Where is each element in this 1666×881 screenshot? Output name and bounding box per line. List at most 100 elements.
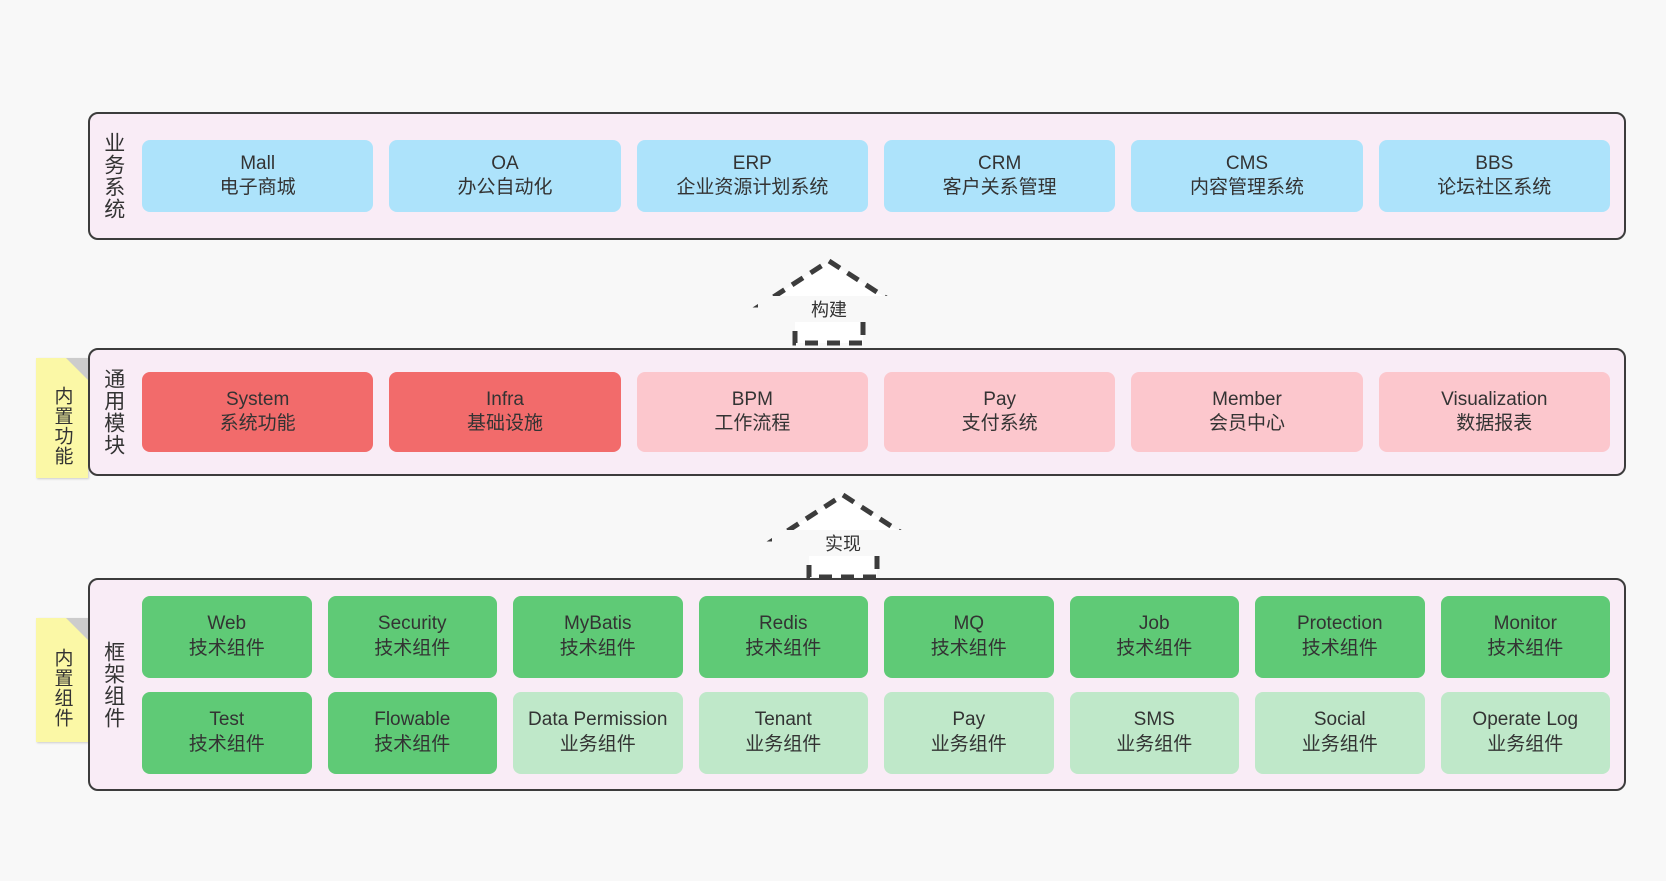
card-system[interactable]: System 系统功能 (142, 372, 374, 452)
card-infra[interactable]: Infra 基础设施 (389, 372, 621, 452)
card-title-cn: 技术组件 (559, 637, 636, 659)
card-title-cn: 技术组件 (1116, 637, 1193, 659)
card-title-cn: 基础设施 (466, 413, 543, 434)
card-title-en: Pay (983, 388, 1017, 410)
arrow-implement: 实现 (766, 492, 920, 580)
card-job[interactable]: Job 技术组件 (1069, 595, 1239, 678)
card-title-cn: 电子商城 (219, 177, 296, 198)
card-pay[interactable]: Pay 支付系统 (883, 372, 1116, 452)
layer-common-module: 通用模块 System 系统功能 Infra 基础设施 BPM 工作流程 Pay… (88, 348, 1626, 476)
card-title-cn: 业务组件 (1301, 733, 1378, 755)
layer-title-business-system: 业务系统 (101, 132, 125, 220)
card-title-en: Protection (1296, 613, 1383, 635)
card-title-cn: 客户关系管理 (942, 177, 1057, 198)
card-cms[interactable]: CMS 内容管理系统 (1131, 140, 1363, 212)
note-fold-corner-icon (66, 618, 88, 640)
card-crm[interactable]: CRM 客户关系管理 (883, 140, 1116, 212)
layer-body-common-module: System 系统功能 Infra 基础设施 BPM 工作流程 Pay 支付系统… (136, 350, 1624, 474)
layer-framework-component: 框架组件 Web 技术组件 Security 技术组件 MyBatis 技术组件… (88, 578, 1626, 791)
card-title-cn: 论坛社区系统 (1437, 177, 1552, 198)
card-title-cn: 技术组件 (745, 637, 822, 659)
arrow-label-implement: 实现 (772, 530, 914, 556)
card-title-en: Visualization (1441, 388, 1548, 410)
card-mybatis[interactable]: MyBatis 技术组件 (513, 595, 683, 678)
card-social[interactable]: Social 业务组件 (1255, 691, 1425, 774)
card-operate-log[interactable]: Operate Log 业务组件 (1440, 691, 1610, 774)
card-bpm[interactable]: BPM 工作流程 (636, 372, 868, 452)
card-title-en: Operate Log (1472, 709, 1579, 731)
card-title-en: Data Permission (528, 709, 668, 731)
card-title-en: Mall (240, 152, 276, 174)
card-security[interactable]: Security 技术组件 (327, 595, 497, 678)
layer-title-common-module: 通用模块 (101, 368, 125, 456)
card-row: Web 技术组件 Security 技术组件 MyBatis 技术组件 Redi… (142, 595, 1610, 678)
card-oa[interactable]: OA 办公自动化 (389, 140, 621, 212)
card-flowable[interactable]: Flowable 技术组件 (327, 691, 497, 774)
card-title-en: Job (1138, 613, 1170, 635)
card-title-cn: 业务组件 (559, 733, 636, 755)
card-row: Test 技术组件 Flowable 技术组件 Data Permission … (142, 691, 1610, 774)
arrow-label-build: 构建 (758, 296, 900, 322)
card-redis[interactable]: Redis 技术组件 (698, 595, 868, 678)
card-title-cn: 数据报表 (1456, 413, 1533, 434)
note-fold-corner-icon (66, 358, 88, 380)
card-title-en: Security (377, 613, 447, 635)
card-mall[interactable]: Mall 电子商城 (142, 140, 374, 212)
card-title-cn: 业务组件 (1487, 733, 1564, 755)
card-monitor[interactable]: Monitor 技术组件 (1440, 595, 1610, 678)
layer-title-framework-component: 框架组件 (101, 640, 125, 729)
card-tenant[interactable]: Tenant 业务组件 (698, 691, 868, 774)
note-builtin-function: 内置功能 (36, 358, 88, 478)
card-title-en: BBS (1475, 152, 1514, 174)
card-title-cn: 技术组件 (1487, 637, 1564, 659)
card-title-en: Test (209, 709, 245, 731)
card-title-cn: 办公自动化 (457, 177, 553, 198)
card-title-cn: 企业资源计划系统 (676, 177, 829, 198)
card-title-cn: 业务组件 (745, 733, 822, 755)
card-pay-business[interactable]: Pay 业务组件 (884, 691, 1054, 774)
card-title-en: Redis (758, 613, 808, 635)
card-title-cn: 技术组件 (930, 637, 1007, 659)
card-data-permission[interactable]: Data Permission 业务组件 (513, 691, 683, 774)
card-sms[interactable]: SMS 业务组件 (1069, 691, 1239, 774)
card-protection[interactable]: Protection 技术组件 (1255, 595, 1425, 678)
card-row: Mall 电子商城 OA 办公自动化 ERP 企业资源计划系统 CRM 客户关系… (142, 140, 1610, 212)
card-mq[interactable]: MQ 技术组件 (884, 595, 1054, 678)
card-bbs[interactable]: BBS 论坛社区系统 (1378, 140, 1610, 212)
arrow-build: 构建 (752, 258, 906, 346)
layer-body-framework-component: Web 技术组件 Security 技术组件 MyBatis 技术组件 Redi… (136, 580, 1624, 789)
card-title-en: Web (207, 613, 247, 635)
card-title-cn: 业务组件 (1116, 733, 1193, 755)
note-label: 内置组件 (51, 648, 73, 728)
card-visualization[interactable]: Visualization 数据报表 (1378, 372, 1610, 452)
card-title-en: Pay (952, 709, 986, 731)
card-title-en: ERP (732, 152, 772, 174)
card-title-cn: 支付系统 (961, 413, 1038, 434)
card-title-en: SMS (1133, 709, 1175, 731)
card-title-cn: 技术组件 (188, 733, 265, 755)
card-title-en: BPM (731, 388, 773, 410)
card-title-cn: 业务组件 (930, 733, 1007, 755)
card-test[interactable]: Test 技术组件 (142, 691, 312, 774)
card-title-en: Infra (485, 388, 524, 410)
card-title-cn: 系统功能 (219, 413, 296, 434)
card-title-en: Flowable (374, 709, 451, 731)
layer-body-business-system: Mall 电子商城 OA 办公自动化 ERP 企业资源计划系统 CRM 客户关系… (136, 114, 1624, 238)
card-title-en: Monitor (1493, 613, 1557, 635)
card-title-en: System (225, 388, 290, 410)
note-label: 内置功能 (51, 386, 73, 466)
card-title-en: CMS (1225, 152, 1269, 174)
card-title-cn: 会员中心 (1208, 413, 1285, 434)
card-title-en: CRM (978, 152, 1022, 174)
card-web[interactable]: Web 技术组件 (142, 595, 312, 678)
card-title-cn: 技术组件 (374, 733, 451, 755)
card-title-en: MQ (953, 613, 985, 635)
card-member[interactable]: Member 会员中心 (1131, 372, 1363, 452)
card-title-cn: 内容管理系统 (1189, 177, 1304, 198)
card-title-en: MyBatis (563, 613, 632, 635)
card-title-cn: 技术组件 (1301, 637, 1378, 659)
card-title-cn: 工作流程 (714, 413, 791, 434)
card-title-cn: 技术组件 (374, 637, 451, 659)
card-erp[interactable]: ERP 企业资源计划系统 (636, 140, 868, 212)
